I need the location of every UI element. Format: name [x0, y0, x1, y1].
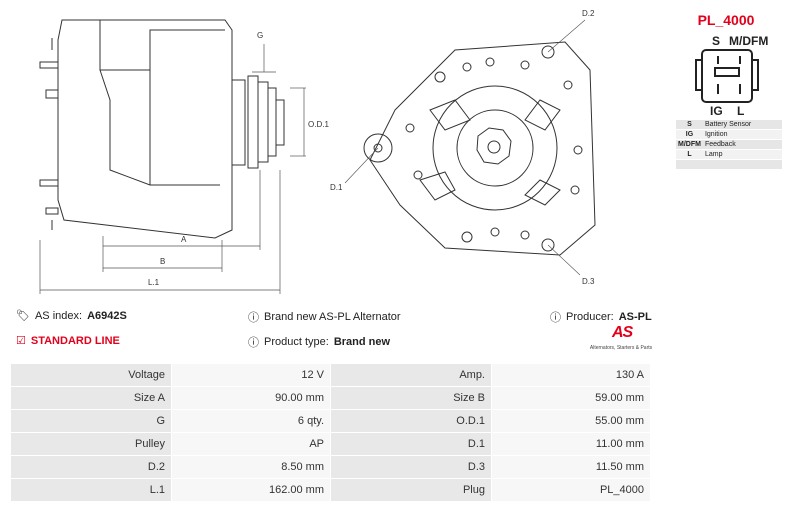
- dim-label-l1: L.1: [148, 278, 160, 287]
- spec-row: G 6 qty. O.D.1 55.00 mm: [10, 409, 651, 433]
- brand-new-text: Brand new AS-PL Alternator: [264, 311, 401, 323]
- info-icon: ⓘ: [248, 337, 259, 349]
- logo-tagline: Alternators, Starters & Parts: [589, 345, 653, 351]
- legend-code: [676, 159, 703, 170]
- alternator-technical-drawing: G O.D.1 A B L.1 D.1 D.2 D.3 S M/DFM IG L: [39, 9, 768, 294]
- as-pl-logo: AS Alternators, Starters & Parts: [586, 324, 656, 356]
- legend-row: [676, 159, 782, 170]
- dim-label-b: B: [160, 257, 165, 266]
- spec-label: D.2: [10, 455, 172, 479]
- spec-label: G: [10, 409, 172, 433]
- spec-value: 6 qty.: [171, 409, 331, 433]
- dim-label-d1: D.1: [330, 183, 343, 192]
- alternator-side-body: [57, 19, 233, 239]
- pulley-side: [247, 75, 259, 169]
- as-index-line: 🏷︎ AS index: A6942S: [16, 309, 127, 323]
- spec-row: Size A 90.00 mm Size B 59.00 mm: [10, 386, 651, 410]
- spec-value: 12 V: [171, 363, 331, 387]
- legend-code: S: [676, 120, 703, 130]
- legend-desc: [702, 159, 782, 170]
- producer-line: ⓘ Producer: AS-PL: [550, 309, 652, 325]
- tag-icon: 🏷︎: [16, 310, 30, 322]
- dim-label-a: A: [181, 235, 187, 244]
- plug-pin-ig: IG: [710, 104, 723, 118]
- standard-line-label: STANDARD LINE: [30, 334, 120, 347]
- spec-table: Voltage 12 V Amp. 130 A Size A 90.00 mm …: [10, 363, 651, 502]
- spec-label: Size B: [330, 386, 492, 410]
- spec-row: Pulley AP D.1 11.00 mm: [10, 432, 651, 456]
- spec-label: D.3: [330, 455, 492, 479]
- legend-desc: Ignition: [702, 129, 782, 140]
- spec-value: 59.00 mm: [491, 386, 651, 410]
- spec-value: 11.50 mm: [491, 455, 651, 479]
- legend-desc: Feedback: [702, 139, 782, 150]
- legend-code: M/DFM: [676, 139, 703, 150]
- legend-code: IG: [676, 129, 703, 140]
- standard-line: ☑ STANDARD LINE: [16, 334, 120, 348]
- spec-value: 90.00 mm: [171, 386, 331, 410]
- spec-value: 55.00 mm: [491, 409, 651, 433]
- plug-pin-mdfm: M/DFM: [729, 34, 768, 48]
- legend-desc: Lamp: [702, 149, 782, 160]
- as-index-value: A6942S: [87, 309, 127, 322]
- producer-value: AS-PL: [618, 311, 652, 323]
- plug-title: PL_4000: [697, 12, 755, 28]
- alternator-front-housing: [369, 41, 596, 256]
- front-rotor-ring: [432, 85, 558, 211]
- product-type-value: Brand new: [333, 336, 391, 348]
- dim-label-d3: D.3: [582, 277, 595, 286]
- product-type-label: Product type:: [264, 336, 329, 348]
- spec-label: Amp.: [330, 363, 492, 387]
- dim-label-d2: D.2: [582, 9, 595, 18]
- spec-value: PL_4000: [491, 478, 651, 502]
- as-index-label: AS index:: [34, 309, 83, 322]
- spec-label: Voltage: [10, 363, 172, 387]
- spec-label: D.1: [330, 432, 492, 456]
- check-square-icon: ☑: [16, 335, 26, 347]
- spec-value: 162.00 mm: [171, 478, 331, 502]
- dim-label-od1: O.D.1: [308, 120, 329, 129]
- spec-label: Size A: [10, 386, 172, 410]
- spec-label: Plug: [330, 478, 492, 502]
- spec-value: 8.50 mm: [171, 455, 331, 479]
- spec-label: O.D.1: [330, 409, 492, 433]
- producer-label: Producer:: [566, 311, 614, 323]
- legend-code: L: [676, 149, 703, 160]
- spec-value: 130 A: [491, 363, 651, 387]
- spec-row: Voltage 12 V Amp. 130 A: [10, 363, 651, 387]
- logo-mark: AS: [612, 324, 633, 341]
- info-icon: ⓘ: [248, 312, 259, 324]
- brand-new-line: ⓘ Brand new AS-PL Alternator: [248, 309, 401, 325]
- spec-value: AP: [171, 432, 331, 456]
- spec-value: 11.00 mm: [491, 432, 651, 456]
- product-type-line: ⓘ Product type: Brand new: [248, 334, 390, 350]
- spec-label: Pulley: [10, 432, 172, 456]
- plug-pin-s: S: [712, 34, 720, 48]
- plug-pin-l: L: [737, 104, 744, 118]
- spec-row: L.1 162.00 mm Plug PL_4000: [10, 478, 651, 502]
- dim-label-g: G: [257, 31, 263, 40]
- legend-desc: Battery Sensor: [702, 120, 782, 130]
- spec-label: L.1: [10, 478, 172, 502]
- spec-row: D.2 8.50 mm D.3 11.50 mm: [10, 455, 651, 479]
- info-icon: ⓘ: [550, 312, 561, 324]
